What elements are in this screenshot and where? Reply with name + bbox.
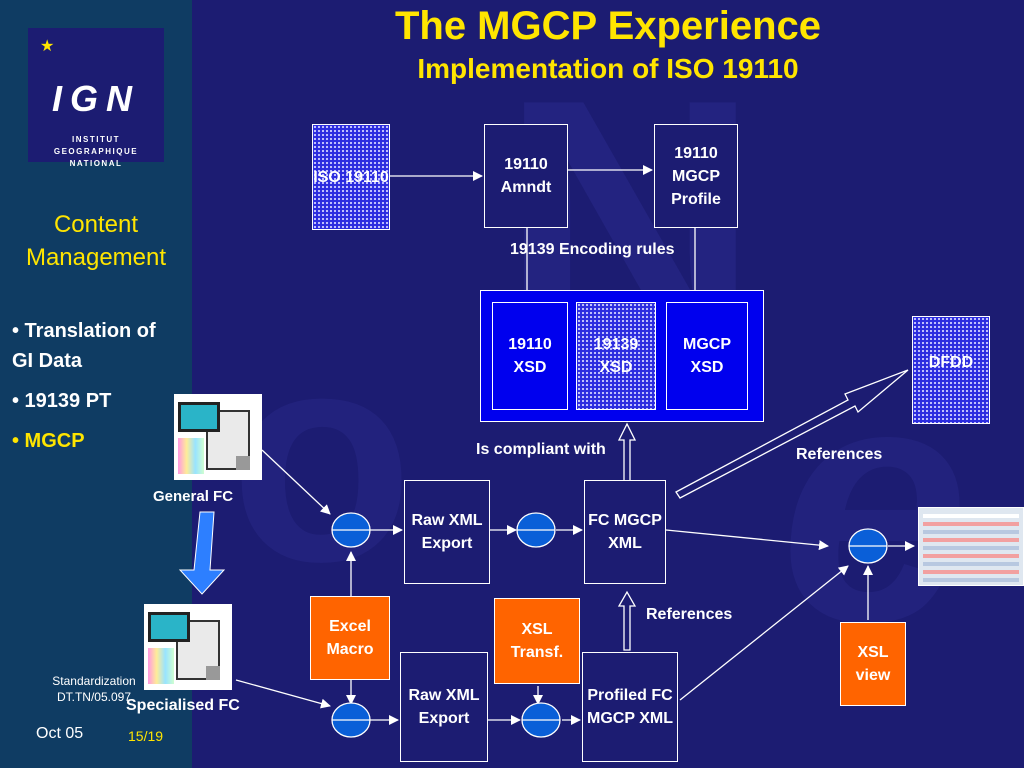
- bullet-19139pt: • 19139 PT: [12, 390, 112, 412]
- merge-node: [331, 702, 371, 738]
- merge-node: [516, 512, 556, 548]
- logo-line-3: NATIONAL: [69, 159, 123, 168]
- compliant-label: Is compliant with: [476, 441, 606, 458]
- footer-page-number: 15/19: [128, 728, 164, 744]
- specialised-fc-label: Specialised FC: [126, 697, 240, 714]
- merge-node: [331, 512, 371, 548]
- merge-node: [848, 528, 888, 564]
- bullet-translation: • Translation of GI Data: [12, 320, 156, 372]
- xsl-transf-box: XSL Transf.: [494, 598, 580, 684]
- raw-xml-export-top-box: Raw XML Export: [404, 480, 490, 584]
- iso-19110-box: ISO 19110: [312, 124, 390, 230]
- amndt-19110-box: 19110 Amndt: [484, 124, 568, 228]
- excel-macro-box: Excel Macro: [310, 596, 390, 680]
- page-title: The MGCP Experience: [394, 4, 822, 48]
- references-label-bottom: References: [646, 606, 733, 623]
- general-fc-document-icon: [174, 394, 262, 480]
- specialised-fc-document-icon: [144, 604, 232, 690]
- dfdd-box: DFDD: [912, 316, 990, 424]
- bullet-mgcp: • MGCP: [12, 430, 85, 452]
- footer-date: Oct 05: [36, 725, 84, 742]
- sidebar-heading: Content Management: [25, 211, 167, 271]
- logo-text: IGN: [51, 78, 140, 119]
- xsl-view-box: XSL view: [840, 622, 906, 706]
- ign-logo: ★ IGN INSTITUT GEOGRAPHIQUE NATIONAL: [28, 28, 164, 168]
- merge-node: [521, 702, 561, 738]
- xsd-19110-box: 19110 XSD: [492, 302, 568, 410]
- profiled-fc-box: Profiled FC MGCP XML: [582, 652, 678, 762]
- raw-xml-export-bottom-box: Raw XML Export: [400, 652, 488, 762]
- xsd-mgcp-box: MGCP XSD: [666, 302, 748, 410]
- xsd-19139-box: 19139 XSD: [576, 302, 656, 410]
- references-label-top: References: [796, 446, 883, 463]
- mgcp-profile-box: 19110 MGCP Profile: [654, 124, 738, 228]
- logo-line-2: GEOGRAPHIQUE: [53, 147, 139, 156]
- logo-institution: INSTITUT GEOGRAPHIQUE NATIONAL: [28, 134, 164, 170]
- general-fc-label: General FC: [153, 488, 234, 505]
- fc-mgcp-xml-box: FC MGCP XML: [584, 480, 666, 584]
- logo-line-1: INSTITUT: [72, 135, 120, 144]
- xsl-view-output-thumbnail: [918, 507, 1024, 586]
- footer-reference: Standardization DT.TN/05.097: [52, 674, 136, 704]
- encoding-rules-label: 19139 Encoding rules: [510, 241, 675, 258]
- star-icon: ★: [40, 38, 55, 55]
- page-subtitle: Implementation of ISO 19110: [417, 53, 799, 84]
